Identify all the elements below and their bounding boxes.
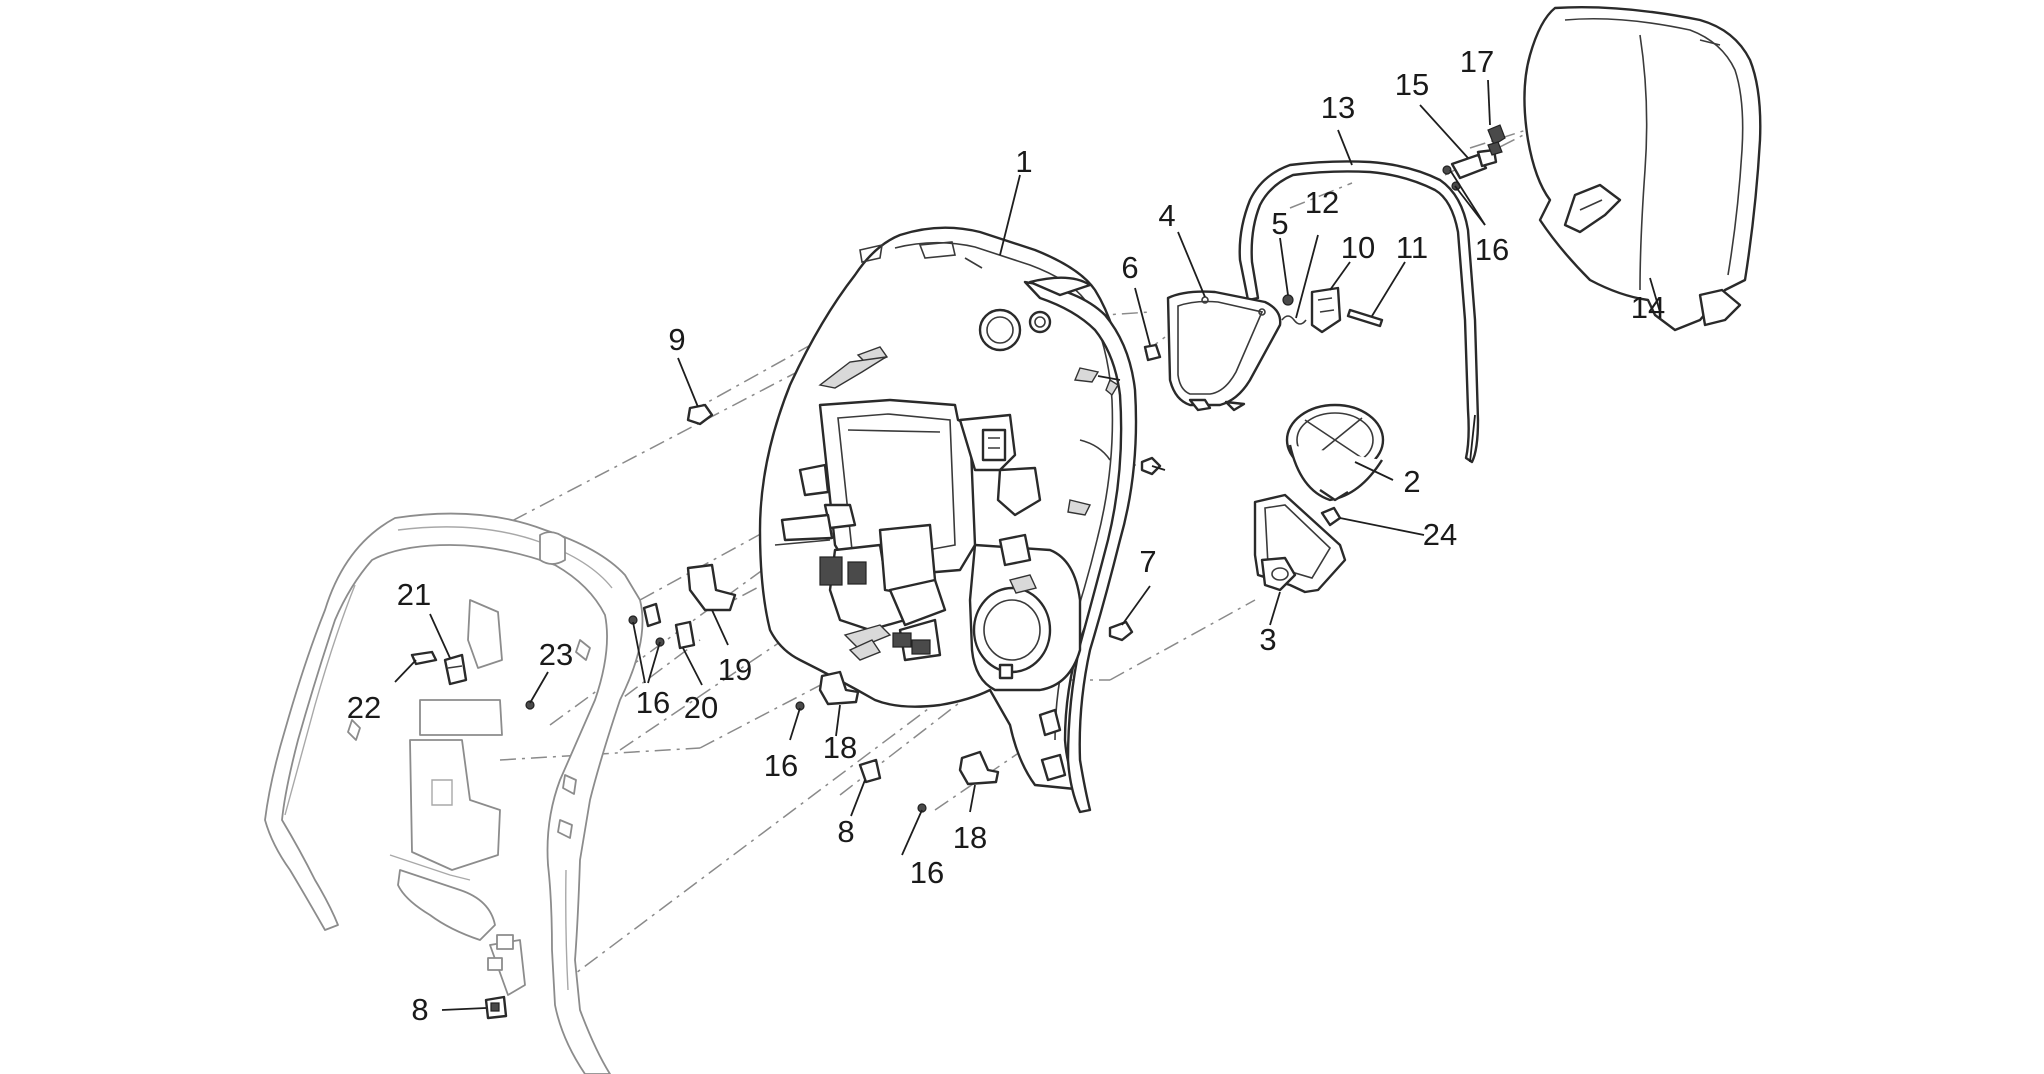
callout-labels: 1 2 3 4 5 6 7 8 8 9 10 11 12 13 14 15 16…: [347, 44, 1665, 1027]
callout-5: 5: [1271, 206, 1288, 241]
callout-18-upper: 18: [823, 730, 857, 765]
callout-7: 7: [1139, 544, 1156, 579]
seal-strip-part: [1238, 160, 1480, 464]
callout-16-mid: 16: [764, 748, 798, 783]
callout-15: 15: [1395, 67, 1429, 102]
callout-22: 22: [347, 690, 381, 725]
callout-3: 3: [1259, 622, 1276, 657]
small-hardware: [410, 124, 1506, 1020]
callout-16-bottom: 16: [910, 855, 944, 890]
frame-part: [264, 512, 644, 1074]
callout-9: 9: [668, 322, 685, 357]
callout-19: 19: [718, 652, 752, 687]
callout-6: 6: [1121, 250, 1138, 285]
callout-24: 24: [1423, 517, 1457, 552]
callout-14: 14: [1631, 290, 1665, 325]
callout-18-lower: 18: [953, 820, 987, 855]
callout-17: 17: [1460, 44, 1494, 79]
rear-cover-part: [1253, 493, 1347, 594]
callout-10: 10: [1341, 230, 1375, 265]
callout-16-left: 16: [636, 685, 670, 720]
leg-shield-front-part: [1523, 6, 1762, 332]
callout-8-bottom: 8: [411, 992, 428, 1027]
callout-2: 2: [1403, 464, 1420, 499]
callout-8-mid: 8: [837, 814, 854, 849]
callout-23: 23: [539, 637, 573, 672]
callout-11: 11: [1396, 230, 1428, 265]
callout-1: 1: [1015, 144, 1032, 179]
glove-box-door-part: [1166, 290, 1282, 412]
leg-shield-back-part: [758, 226, 1138, 814]
callout-20: 20: [684, 690, 718, 725]
leader-lines: [394, 79, 1661, 1011]
cup-holder-part: [1285, 403, 1385, 502]
callout-21: 21: [397, 577, 431, 612]
callout-4: 4: [1158, 198, 1175, 233]
callout-16-top: 16: [1475, 232, 1509, 267]
callout-13: 13: [1321, 90, 1355, 125]
callout-12: 12: [1305, 185, 1339, 220]
